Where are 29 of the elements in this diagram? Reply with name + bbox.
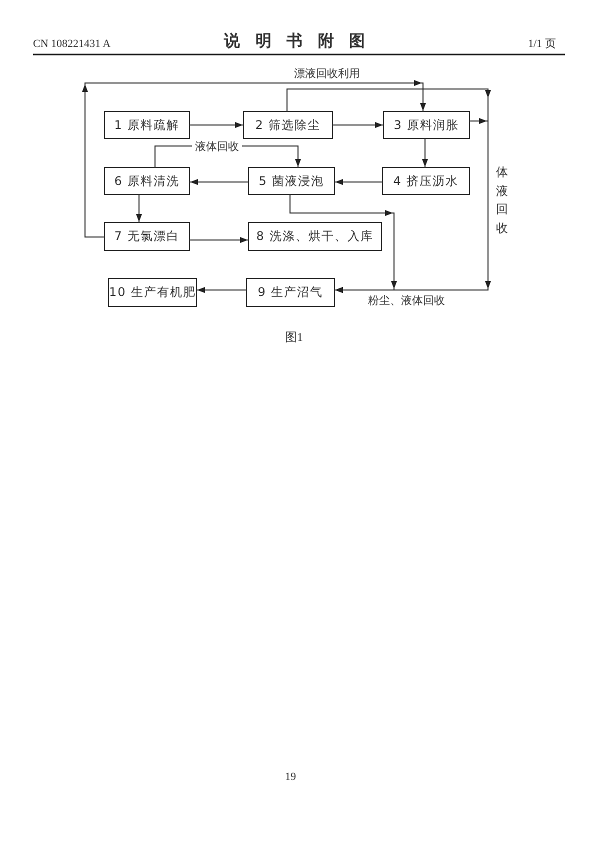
arrow: [84, 82, 426, 238]
page-title: 说明书附图: [222, 31, 380, 51]
patent-number: CN 108221431 A: [33, 38, 111, 51]
figure-caption: 图1: [285, 331, 303, 344]
arrow: [422, 138, 428, 168]
arrow: [196, 287, 246, 293]
arrow: [334, 179, 382, 185]
page-number: 19: [285, 771, 296, 784]
arrow: [332, 122, 384, 128]
process-box: 5 菌液浸泡: [248, 167, 335, 195]
process-box: 4 挤压沥水: [382, 167, 470, 195]
arrow: [290, 194, 394, 293]
process-box: 7 无氯漂白: [104, 222, 190, 251]
process-box: 1 原料疏解: [104, 111, 190, 139]
edge-label: 液体回收: [192, 140, 242, 153]
process-box: 2 筛选除尘: [243, 111, 333, 139]
edge-label: 粉尘、液体回收: [368, 294, 445, 307]
process-box: 8 洗涤、烘干、入库: [248, 222, 382, 251]
process-box: 6 原料清洗: [104, 167, 190, 195]
edge-label: 漂液回收利用: [294, 67, 360, 80]
process-box: 9 生产沼气: [246, 278, 335, 307]
arrow: [190, 122, 244, 128]
process-box: 3 原料润胀: [383, 111, 470, 139]
process-box: 10 生产有机肥: [108, 278, 197, 307]
arrow: [190, 179, 248, 185]
edge-label: 体液回收: [496, 164, 508, 236]
arrow: [190, 237, 248, 243]
arrow: [136, 194, 142, 222]
page-count: 1/1 页: [528, 38, 556, 51]
